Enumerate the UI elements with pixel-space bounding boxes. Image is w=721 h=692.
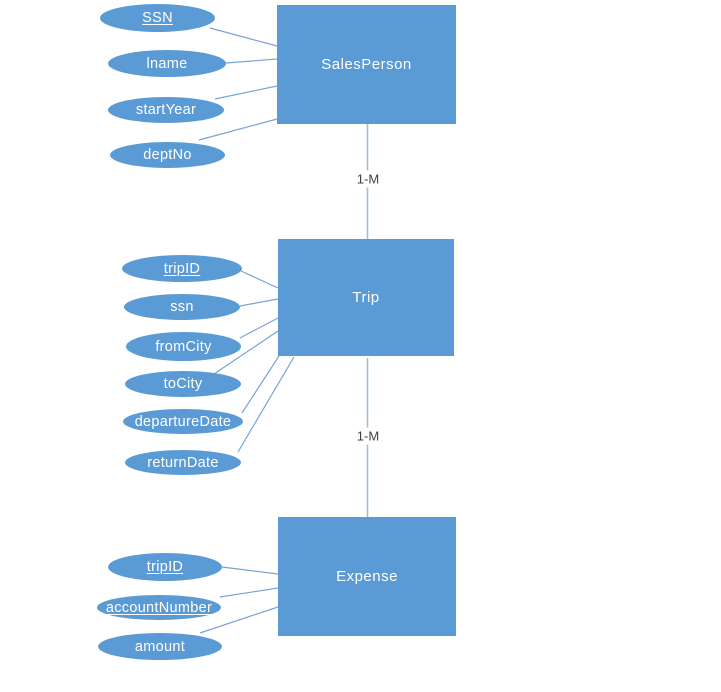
- attribute-expense-amount-label: amount: [134, 638, 186, 655]
- attribute-trip-tocity[interactable]: toCity: [125, 371, 241, 397]
- connector-lname-salesperson: [225, 58, 278, 64]
- entity-expense-label: Expense: [336, 568, 398, 585]
- attribute-salesperson-ssn[interactable]: SSN: [100, 4, 215, 32]
- attribute-trip-ssn[interactable]: ssn: [124, 294, 240, 320]
- attribute-salesperson-deptno[interactable]: deptNo: [110, 142, 225, 168]
- attribute-salesperson-startyear[interactable]: startYear: [108, 97, 224, 123]
- connector-accountnumber-expense: [219, 587, 279, 598]
- connector-startyear-salesperson: [214, 85, 278, 100]
- attribute-trip-departuredate[interactable]: departureDate: [123, 409, 243, 434]
- connector-amount-expense: [199, 606, 279, 634]
- attribute-expense-tripid[interactable]: tripID: [108, 553, 222, 581]
- connector-ssn-trip: [239, 298, 279, 307]
- attribute-trip-returndate-label: returnDate: [147, 454, 219, 471]
- attribute-expense-tripid-label: tripID: [146, 559, 184, 575]
- attribute-salesperson-startyear-label: startYear: [135, 102, 197, 118]
- connector-returndate-trip: [237, 356, 295, 453]
- attribute-trip-fromcity[interactable]: fromCity: [126, 332, 241, 361]
- attribute-expense-accountnumber[interactable]: accountNumber: [97, 595, 221, 620]
- connector-tripid-expense: [221, 566, 279, 575]
- attribute-expense-accountnumber-label: accountNumber: [105, 599, 213, 616]
- entity-expense[interactable]: Expense: [278, 517, 456, 636]
- connector-tripid-trip: [240, 270, 279, 289]
- attribute-trip-ssn-label: ssn: [170, 299, 194, 315]
- entity-salesperson[interactable]: SalesPerson: [277, 5, 456, 124]
- attribute-trip-departuredate-label: departureDate: [134, 413, 232, 430]
- entity-trip-label: Trip: [352, 289, 380, 306]
- relationship-label-trip-expense: 1-M: [353, 427, 383, 445]
- entity-salesperson-label: SalesPerson: [321, 56, 412, 73]
- attribute-salesperson-ssn-label: SSN: [142, 10, 173, 26]
- connector-deptno-salesperson: [198, 118, 278, 141]
- connector-fromcity-trip: [239, 317, 279, 339]
- connector-tocity-trip: [213, 330, 279, 375]
- connector-ssn-salesperson: [209, 27, 278, 47]
- attribute-trip-fromcity-label: fromCity: [155, 338, 212, 355]
- entity-trip[interactable]: Trip: [278, 239, 454, 356]
- attribute-salesperson-lname[interactable]: lname: [108, 50, 226, 77]
- attribute-trip-tripid[interactable]: tripID: [122, 255, 242, 282]
- connector-departuredate-trip: [241, 355, 280, 414]
- attribute-salesperson-deptno-label: deptNo: [143, 147, 192, 163]
- relationship-label-salesperson-trip: 1-M: [353, 170, 383, 188]
- attribute-trip-tocity-label: toCity: [163, 376, 203, 392]
- attribute-trip-tripid-label: tripID: [163, 260, 201, 277]
- attribute-trip-returndate[interactable]: returnDate: [125, 450, 241, 475]
- attribute-salesperson-lname-label: lname: [146, 55, 188, 72]
- attribute-expense-amount[interactable]: amount: [98, 633, 222, 660]
